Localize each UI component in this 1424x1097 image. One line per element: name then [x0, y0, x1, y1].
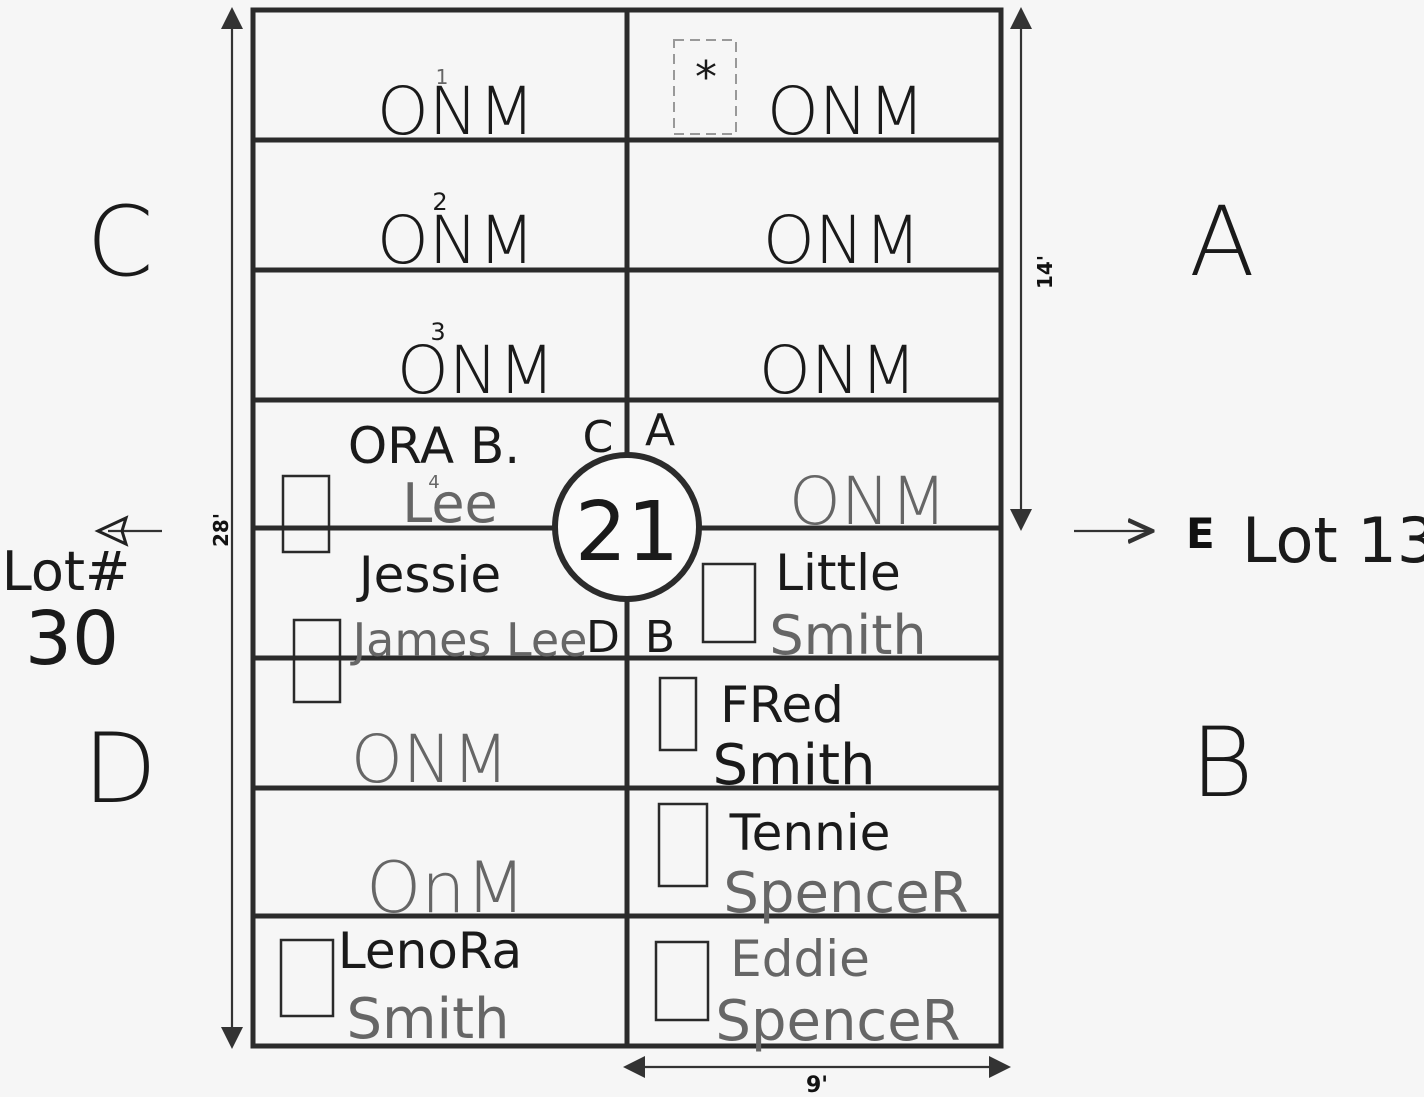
lot-left-number: 30 — [25, 596, 119, 682]
plot-last-name: Smith — [769, 604, 926, 667]
lot-right-label: Lot 13 — [1242, 504, 1424, 577]
plot-name: ONM — [377, 73, 535, 150]
plot-number: 4 — [428, 472, 439, 493]
headstone-icon — [292, 618, 342, 704]
section-label-c: C — [86, 186, 153, 298]
marker-quadrant-c: C — [583, 412, 614, 463]
plot-first-name: ORA B. — [348, 417, 520, 475]
plot-last-name: SpenceR — [723, 861, 968, 926]
center-marker: 21 C A D B — [552, 405, 702, 663]
dimension-left: 28' — [209, 6, 243, 1049]
dimension-bottom: 9' — [623, 1056, 1011, 1097]
marker-quadrant-b: B — [645, 612, 675, 663]
lot-right-prefix: E — [1186, 509, 1215, 558]
section-label-d: D — [83, 713, 157, 825]
lot-left-label: Lot# — [2, 540, 131, 603]
plot-first-name: LenoRa — [338, 922, 522, 980]
lot-right: E Lot 13 — [1074, 504, 1424, 577]
headstone-icon — [654, 940, 710, 1022]
marked-plot: * — [673, 39, 737, 135]
plot-name: ONM — [789, 463, 947, 540]
section-label-a: A — [1189, 186, 1255, 298]
plot-first-name: Tennie — [729, 804, 891, 862]
headstone-icon — [657, 802, 709, 888]
headstone-icon — [281, 474, 331, 554]
headstone-markers — [279, 474, 757, 1022]
dimension-width: 9' — [806, 1073, 828, 1097]
dimension-height-left: 28' — [209, 513, 233, 547]
plot-name: ONM — [351, 721, 509, 798]
marker-quadrant-a: A — [645, 405, 675, 456]
marker-number: 21 — [575, 485, 679, 580]
marker-circle — [552, 452, 702, 602]
dashed-box — [673, 39, 737, 135]
plot-number: 1 — [436, 65, 449, 89]
plot-name: ONM — [767, 73, 925, 150]
plot-name: ONM — [763, 202, 921, 279]
plot-last-name: James Lee — [350, 613, 588, 667]
plot-last-name: Smith — [346, 987, 509, 1052]
marker-quadrant-d: D — [586, 612, 620, 663]
headstone-icon — [701, 562, 757, 644]
lot-left: Lot# 30 — [2, 515, 162, 682]
dimension-right: 14' — [1010, 6, 1057, 531]
plot-last-name: Smith — [712, 733, 875, 798]
plot-first-name: FRed — [720, 676, 844, 734]
section-label-b: B — [1191, 707, 1254, 819]
headstone-icon — [279, 938, 335, 1018]
headstone-icon — [658, 676, 698, 752]
plot-first-name: Jessie — [356, 546, 501, 604]
plot-name: ONM — [759, 332, 917, 409]
dimension-height-right: 14' — [1033, 255, 1057, 289]
plot-name: ONM — [397, 332, 555, 409]
plot-name: ONM — [377, 202, 535, 279]
plot-last-name: Lee — [402, 472, 498, 535]
star-icon: * — [695, 52, 717, 103]
plot-grid — [250, 7, 1004, 1049]
plot-number: 3 — [430, 318, 445, 346]
plot-number: 2 — [432, 188, 447, 216]
plot-first-name: Little — [775, 544, 901, 602]
plot-first-name: Eddie — [730, 930, 870, 988]
plot-last-name: SpenceR — [715, 989, 960, 1054]
arrow-left-icon — [94, 515, 129, 547]
plot-name: OnM — [366, 847, 526, 929]
